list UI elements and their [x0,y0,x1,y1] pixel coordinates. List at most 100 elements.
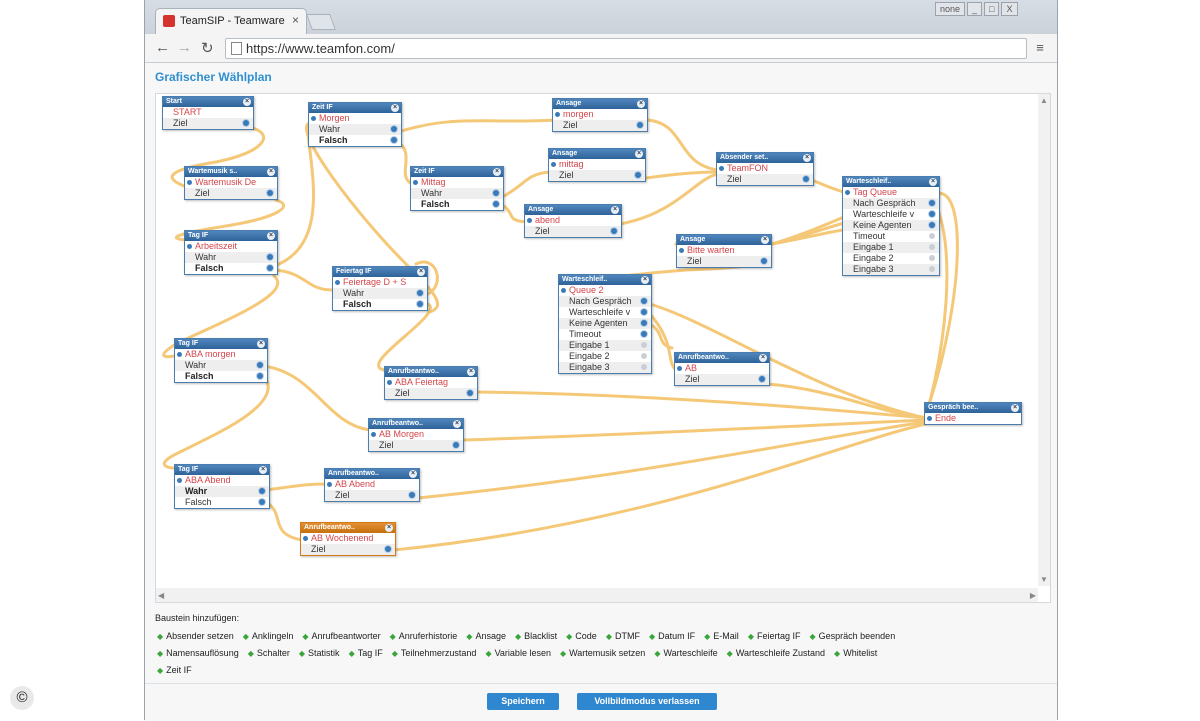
wartemusik-node[interactable]: Wartemusik s..× Wartemusik De Ziel [184,166,278,200]
palette-item[interactable]: Anklingeln [243,628,294,645]
anrufbeantworter-node[interactable]: Anrufbeantwo..× AB Ziel [674,352,770,386]
palette-item[interactable]: Variable lesen [485,645,551,662]
connector-dot[interactable] [385,546,391,552]
close-node-icon[interactable]: × [493,168,501,176]
connector-dot[interactable] [929,200,935,206]
connector-dot[interactable] [417,290,423,296]
palette-item[interactable]: Warteschleife [654,645,717,662]
address-bar[interactable]: https://www.teamfon.com/ [225,38,1027,59]
connector-dot[interactable] [759,376,765,382]
connector-dot[interactable] [493,190,499,196]
palette-item[interactable]: Gespräch beenden [809,628,896,645]
user-badge[interactable]: none [935,2,966,16]
connector-dot[interactable] [257,362,263,368]
connector-dot[interactable] [929,233,935,239]
connector-dot[interactable] [929,266,935,272]
connector-dot[interactable] [929,255,935,261]
connector-dot[interactable] [493,201,499,207]
zeit-if-node[interactable]: Zeit IF× Morgen Wahr Falsch [308,102,402,147]
ansage-node[interactable]: Ansage× morgen Ziel [552,98,648,132]
connector-dot[interactable] [929,211,935,217]
connector-dot[interactable] [641,353,647,359]
connector-dot[interactable] [417,301,423,307]
connector-dot[interactable] [929,244,935,250]
close-node-icon[interactable]: × [759,354,767,362]
minimize-button[interactable]: _ [967,2,983,16]
start-node[interactable]: Start× START Ziel [162,96,254,130]
connector-dot[interactable] [929,222,935,228]
palette-item[interactable]: Tag IF [349,645,383,662]
connector-dot[interactable] [391,137,397,143]
connector-dot[interactable] [803,176,809,182]
close-node-icon[interactable]: × [409,470,417,478]
connector-dot[interactable] [267,254,273,260]
close-node-icon[interactable]: × [391,104,399,112]
vertical-scrollbar[interactable]: ▲ ▼ [1038,94,1050,586]
scroll-up-icon[interactable]: ▲ [1040,96,1048,105]
close-node-icon[interactable]: × [385,524,393,532]
palette-item[interactable]: Code [566,628,597,645]
forward-icon[interactable]: → [177,39,192,56]
browser-tab[interactable]: TeamSIP - Teamware × [155,8,307,35]
connector-dot[interactable] [611,228,617,234]
palette-item[interactable]: Zeit IF [157,662,192,679]
horizontal-scrollbar[interactable]: ◀ ▶ [156,588,1038,602]
zeit-if-node[interactable]: Zeit IF× Mittag Wahr Falsch [410,166,504,211]
connector-dot[interactable] [267,265,273,271]
scroll-left-icon[interactable]: ◀ [158,591,165,600]
dialplan-canvas[interactable]: Start× START Ziel Wartemusik s..× Wartem… [155,93,1051,603]
palette-item[interactable]: Statistik [299,645,340,662]
palette-item[interactable]: Anruferhistorie [390,628,458,645]
close-node-icon[interactable]: × [929,178,937,186]
maximize-button[interactable]: □ [984,2,1000,16]
reload-icon[interactable]: ↻ [201,40,214,57]
palette-item[interactable]: Warteschleife Zustand [727,645,825,662]
close-node-icon[interactable]: × [259,466,267,474]
warteschleife-node[interactable]: Warteschleif..× Tag Queue Nach Gespräch … [842,176,940,276]
close-node-icon[interactable]: × [243,98,251,106]
save-button[interactable]: Speichern [487,693,559,710]
anrufbeantworter-node[interactable]: Anrufbeantwo..× AB Abend Ziel [324,468,420,502]
close-node-icon[interactable]: × [761,236,769,244]
palette-item[interactable]: Schalter [248,645,290,662]
palette-item[interactable]: Datum IF [649,628,695,645]
back-icon[interactable]: ← [155,39,170,56]
close-node-icon[interactable]: × [417,268,425,276]
close-node-icon[interactable]: × [641,276,649,284]
tag-if-node[interactable]: Tag IF× ABA Abend Wahr Falsch [174,464,270,509]
palette-item[interactable]: E-Mail [704,628,739,645]
ansage-node[interactable]: Ansage× Bitte warten Ziel [676,234,772,268]
close-window-button[interactable]: X [1001,2,1018,16]
connector-dot[interactable] [641,320,647,326]
close-node-icon[interactable]: × [257,340,265,348]
ansage-node[interactable]: Ansage× abend Ziel [524,204,622,238]
connector-dot[interactable] [259,499,265,505]
gespraech-beenden-node[interactable]: Gespräch bee..× Ende [924,402,1022,425]
scroll-right-icon[interactable]: ▶ [1029,591,1036,600]
palette-item[interactable]: Wartemusik setzen [560,645,645,662]
connector-dot[interactable] [641,298,647,304]
close-node-icon[interactable]: × [635,150,643,158]
connector-dot[interactable] [641,364,647,370]
tag-if-node[interactable]: Tag IF× Arbeitszeit Wahr Falsch [184,230,278,275]
close-node-icon[interactable]: × [1011,404,1019,412]
connector-dot[interactable] [467,390,473,396]
palette-item[interactable]: Anrufbeantworter [302,628,381,645]
ansage-node[interactable]: Ansage× mittag Ziel [548,148,646,182]
connector-dot[interactable] [257,373,263,379]
connector-dot[interactable] [259,488,265,494]
anrufbeantworter-node-selected[interactable]: Anrufbeantwo..× AB Wochenend Ziel [300,522,396,556]
close-node-icon[interactable]: × [467,368,475,376]
palette-item[interactable]: Blacklist [515,628,557,645]
connector-dot[interactable] [243,120,249,126]
palette-item[interactable]: Feiertag IF [748,628,801,645]
connector-dot[interactable] [641,342,647,348]
close-node-icon[interactable]: × [803,154,811,162]
new-tab-button[interactable] [306,14,336,30]
connector-dot[interactable] [761,258,767,264]
palette-item[interactable]: DTMF [606,628,640,645]
exit-fullscreen-button[interactable]: Vollbildmodus verlassen [577,693,717,710]
palette-item[interactable]: Absender setzen [157,628,234,645]
connector-dot[interactable] [637,122,643,128]
connector-dot[interactable] [641,309,647,315]
